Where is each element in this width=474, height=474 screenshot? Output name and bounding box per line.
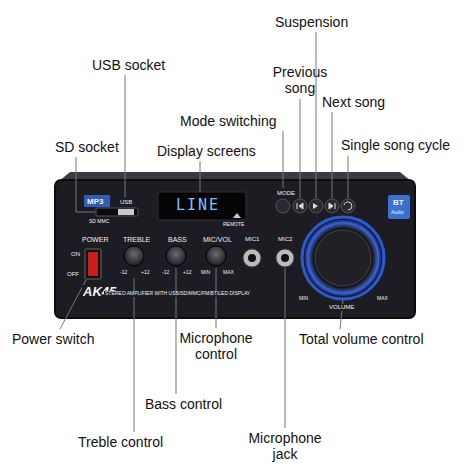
buttons [276, 199, 355, 213]
callout-label: Bass control [145, 396, 222, 412]
panel-marking: MODE [276, 190, 296, 197]
panel-marking: TREBLE [122, 236, 151, 244]
front-panel [55, 180, 415, 318]
remote-arrow [233, 213, 241, 218]
callout-label: Previous song [262, 64, 338, 96]
mic-jack [243, 249, 261, 267]
panel-marking: VOLUME [328, 304, 355, 311]
panel-marking: STEREO AMPLIFIER WITH USB/SD/MMC/FM/BT/L… [104, 291, 251, 297]
callout-label: USB socket [92, 57, 165, 73]
panel-marking: MIN [200, 270, 211, 276]
panel-marking: MIC/VOL [202, 236, 233, 244]
panel-marking: MAX [222, 270, 235, 276]
mp3-badge [84, 195, 110, 207]
callout-label: Mode switching [180, 113, 277, 129]
button-icons [297, 202, 352, 210]
mic-jack [276, 249, 294, 267]
mic-jack-hole [281, 254, 289, 262]
micvol-knob [206, 246, 226, 266]
panel-marking: +12 [182, 270, 192, 276]
volume-knob [306, 221, 380, 295]
volume-cap [315, 230, 371, 286]
panel-marking: MAX [376, 296, 389, 302]
callout-label: Power switch [12, 331, 94, 347]
panel-marking: OFF [66, 271, 80, 278]
callout-label: Total volume control [299, 331, 424, 347]
panel-marking: BASS [167, 236, 188, 244]
panel-marking: USB [119, 199, 133, 206]
panel-marking: MP3 [87, 197, 103, 206]
panel-marking: Audio [391, 210, 404, 216]
callout-label: Single song cycle [341, 137, 450, 153]
power-rocker [88, 252, 98, 276]
callout-label: Next song [322, 94, 385, 110]
callout-label: Suspension [275, 14, 348, 30]
mic-jack-hole [248, 254, 256, 262]
display-text: LINE [176, 197, 220, 214]
bass-knob [166, 246, 186, 266]
panel-marking: -12 [119, 270, 128, 276]
panel-marking: REMOTE [222, 222, 245, 228]
bt-badge [388, 195, 410, 219]
leader-lines [60, 32, 348, 432]
panel-marking: MIN [298, 296, 309, 302]
power-switch [85, 249, 101, 279]
callout-label: Display screens [157, 143, 256, 159]
callout-label: Microphone jack [237, 430, 333, 462]
volume-glow [302, 217, 384, 299]
display-screen [158, 192, 246, 220]
panel-marking: MIC1 [244, 236, 260, 243]
panel-marking: -12 [161, 270, 170, 276]
panel-marking: ON [70, 251, 81, 258]
panel-marking: SD MMC [88, 219, 110, 225]
callout-label: Treble control [78, 434, 163, 450]
callout-label: SD socket [55, 139, 119, 155]
sd-slot [96, 208, 138, 216]
panel-marking: BT [393, 198, 404, 207]
callout-label: Microphone control [176, 330, 256, 362]
panel-marking: MIC2 [277, 236, 293, 243]
panel-marking: +12 [140, 270, 150, 276]
usb-port [118, 209, 134, 215]
panel-marking: POWER [81, 236, 109, 244]
treble-knob [124, 246, 144, 266]
